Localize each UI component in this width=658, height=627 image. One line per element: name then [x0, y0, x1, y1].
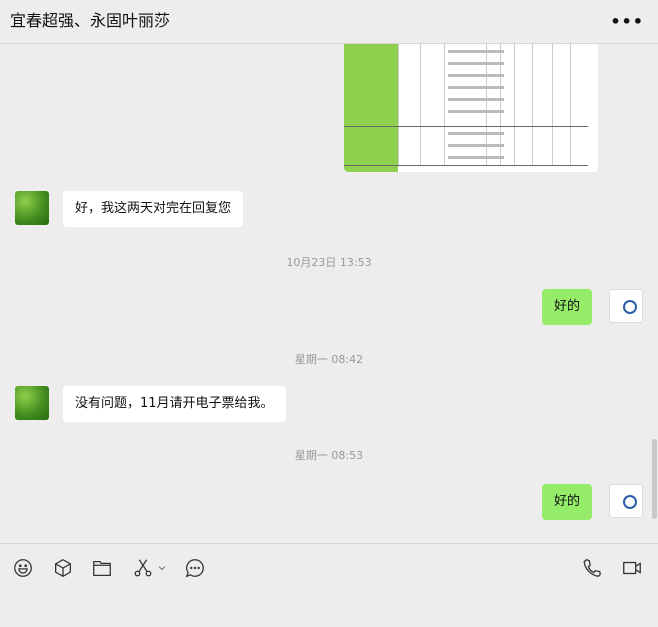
- cell-text: [448, 74, 504, 77]
- cell-text: [448, 156, 504, 159]
- divider: [0, 543, 658, 544]
- cell-text: [448, 86, 504, 89]
- grid-line: [344, 126, 588, 127]
- scissors-icon[interactable]: [131, 556, 155, 580]
- my-avatar[interactable]: [609, 289, 643, 323]
- cell-text: [448, 62, 504, 65]
- video-icon[interactable]: [620, 556, 644, 580]
- timestamp: 星期一 08:53: [294, 449, 364, 462]
- cell-text: [448, 132, 504, 135]
- cell-text: [448, 98, 504, 101]
- chat-history-icon[interactable]: [183, 556, 207, 580]
- spreadsheet-green-column: [344, 44, 398, 172]
- timestamp: 星期一 08:42: [294, 353, 364, 366]
- grid-line: [532, 44, 533, 166]
- input-toolbar: [0, 544, 658, 627]
- message-bubble[interactable]: 好的: [542, 484, 593, 520]
- grid-line: [570, 44, 571, 166]
- folder-icon[interactable]: [90, 556, 114, 580]
- more-icon[interactable]: •••: [610, 12, 644, 31]
- cell-text: [448, 110, 504, 113]
- chat-header: 宜春超强、永固叶丽莎 •••: [0, 0, 658, 44]
- message-bubble[interactable]: 好，我这两天对完在回复您: [63, 191, 244, 227]
- grid-line: [514, 44, 515, 166]
- grid-line: [344, 165, 588, 166]
- grid-line: [444, 44, 445, 166]
- phone-icon[interactable]: [580, 556, 604, 580]
- grid-line: [500, 44, 501, 166]
- timestamp: 10月23日 13:53: [286, 256, 372, 269]
- scrollbar[interactable]: [652, 439, 657, 519]
- image-message-spreadsheet[interactable]: [344, 44, 598, 172]
- cell-text: [448, 144, 504, 147]
- contact-avatar[interactable]: [15, 191, 49, 225]
- my-avatar[interactable]: [609, 484, 643, 518]
- grid-line: [420, 44, 421, 166]
- grid-line: [552, 44, 553, 166]
- chevron-down-icon[interactable]: [156, 556, 168, 580]
- message-bubble[interactable]: 没有问题，11月请开电子票给我。: [63, 386, 286, 422]
- cell-text: [448, 50, 504, 53]
- message-bubble[interactable]: 好的: [542, 289, 593, 325]
- message-list[interactable]: 好，我这两天对完在回复您 10月23日 13:53 好的 星期一 08:42 没…: [0, 44, 658, 543]
- emoji-icon[interactable]: [11, 556, 35, 580]
- sticker-box-icon[interactable]: [51, 556, 75, 580]
- grid-line: [398, 44, 399, 166]
- contact-avatar[interactable]: [15, 386, 49, 420]
- chat-title: 宜春超强、永固叶丽莎: [10, 11, 171, 30]
- grid-line: [486, 44, 487, 166]
